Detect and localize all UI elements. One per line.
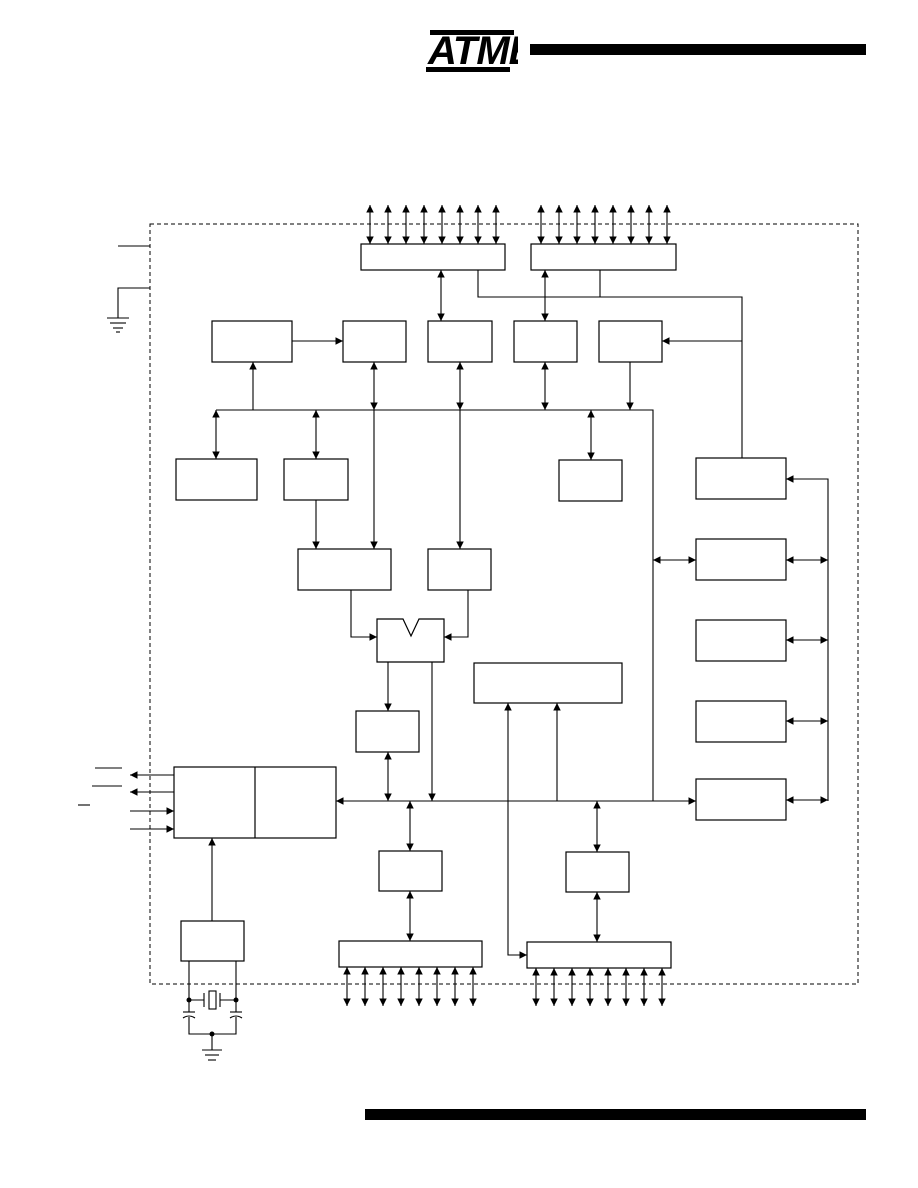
atmel-logo: ATMEL [426, 29, 518, 73]
tmp1-register [427, 548, 492, 591]
port3-driver [565, 851, 630, 893]
acc-register [283, 458, 349, 501]
port0-driver [427, 320, 493, 363]
port3-latch [526, 941, 672, 969]
port1-latch [338, 940, 483, 968]
ram-block [342, 320, 407, 363]
footer-rule [365, 1109, 866, 1120]
psw-register [355, 710, 420, 753]
program-counter [695, 700, 787, 743]
port1-driver [378, 850, 443, 892]
ram-addr-register [211, 320, 293, 363]
dptr-block [695, 778, 787, 821]
b-register [175, 458, 258, 501]
port0-latch [360, 243, 506, 271]
alu-block [376, 618, 445, 663]
header-rule [530, 44, 866, 55]
chip-boundary [149, 223, 859, 985]
buffer-block [695, 538, 787, 581]
stack-pointer [558, 459, 623, 502]
atmel-logo-text: ATMEL [427, 29, 518, 73]
pc-incrementer [695, 619, 787, 662]
tmp2-register [297, 548, 392, 591]
oscillator-block [180, 920, 245, 962]
interrupt-serial-timer-block [473, 662, 623, 704]
program-address-register [695, 457, 787, 500]
port2-driver [513, 320, 578, 363]
port2-latch [530, 243, 677, 271]
flash-block [598, 320, 663, 363]
